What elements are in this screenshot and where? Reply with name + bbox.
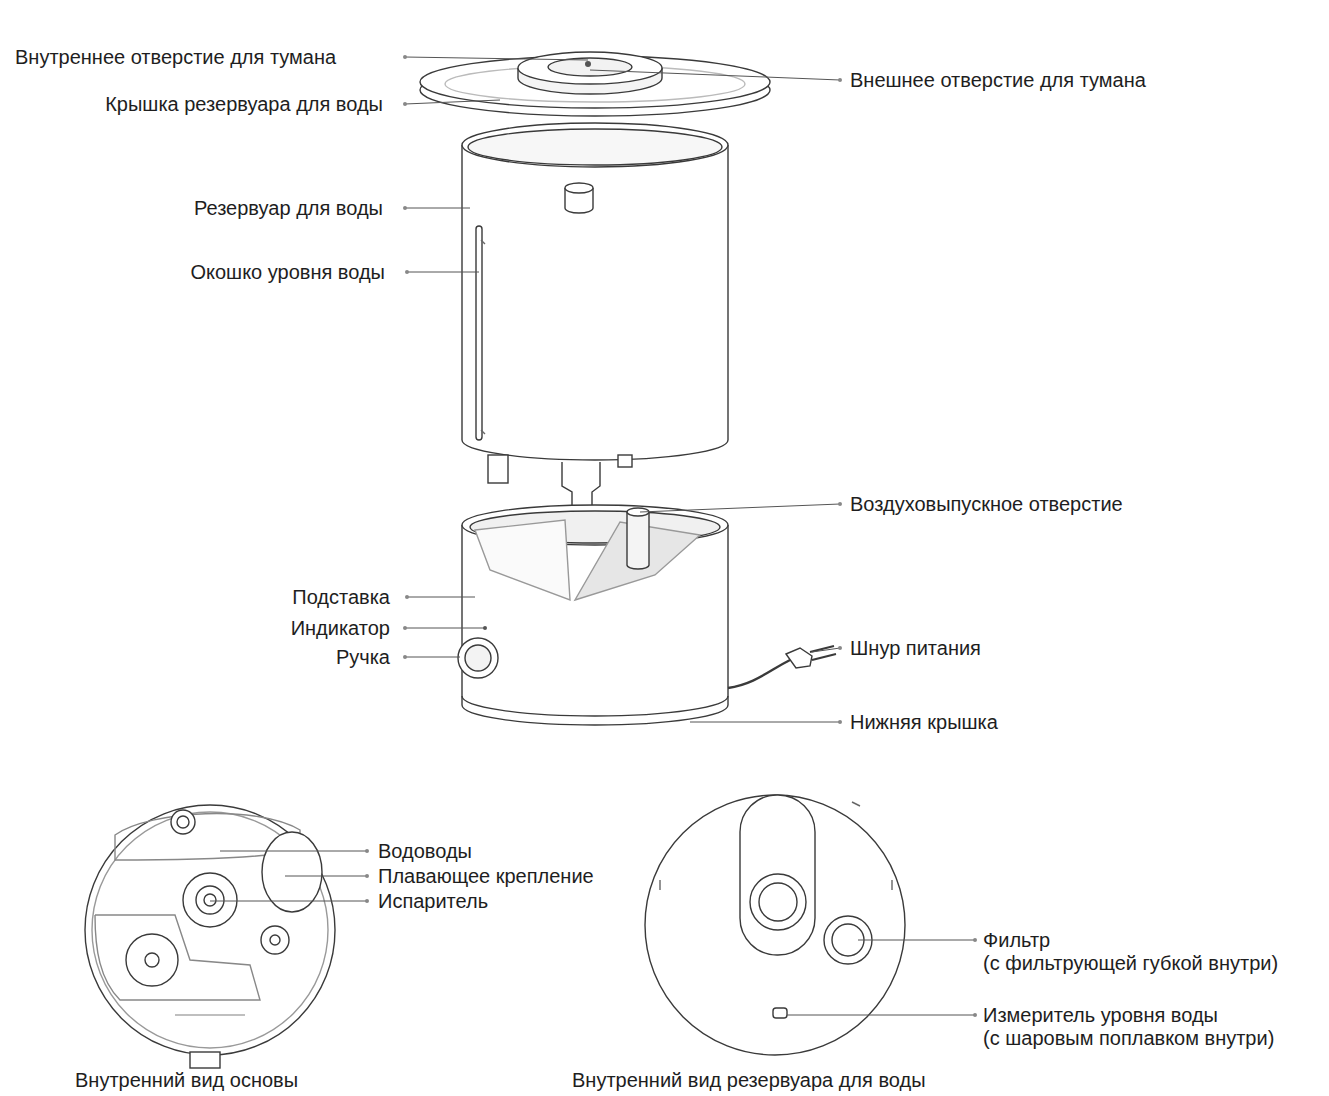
view-caption: Внутренний вид резервуара для воды [572, 1069, 926, 1092]
view-caption: Внутренний вид основы [75, 1069, 298, 1092]
tank-lid [420, 52, 770, 116]
part-label: Воздуховыпускное отверстие [850, 493, 1123, 516]
part-label: Индикатор [291, 617, 390, 640]
part-label: Испаритель [378, 890, 488, 913]
base-inner-view [85, 805, 335, 1068]
part-label: Шнур питания [850, 637, 981, 660]
leader-dots [365, 55, 977, 1017]
part-label: Плавающее крепление [378, 865, 594, 888]
part-label: Измеритель уровня воды (с шаровым поплав… [983, 1004, 1274, 1050]
part-label: Внешнее отверстие для тумана [850, 69, 1146, 92]
part-label: Окошко уровня воды [190, 261, 385, 284]
part-label: Крышка резервуара для воды [105, 93, 383, 116]
part-label: Резервуар для воды [194, 197, 383, 220]
part-label: Нижняя крышка [850, 711, 998, 734]
part-label: Фильтр (с фильтрующей губкой внутри) [983, 929, 1278, 975]
tank-inner-view [645, 795, 905, 1055]
part-label: Внутреннее отверстие для тумана [15, 46, 336, 69]
part-label: Подставка [292, 586, 390, 609]
part-label: Ручка [336, 646, 390, 669]
base-stand [458, 505, 836, 725]
part-label: Водоводы [378, 840, 472, 863]
water-tank [462, 123, 728, 520]
